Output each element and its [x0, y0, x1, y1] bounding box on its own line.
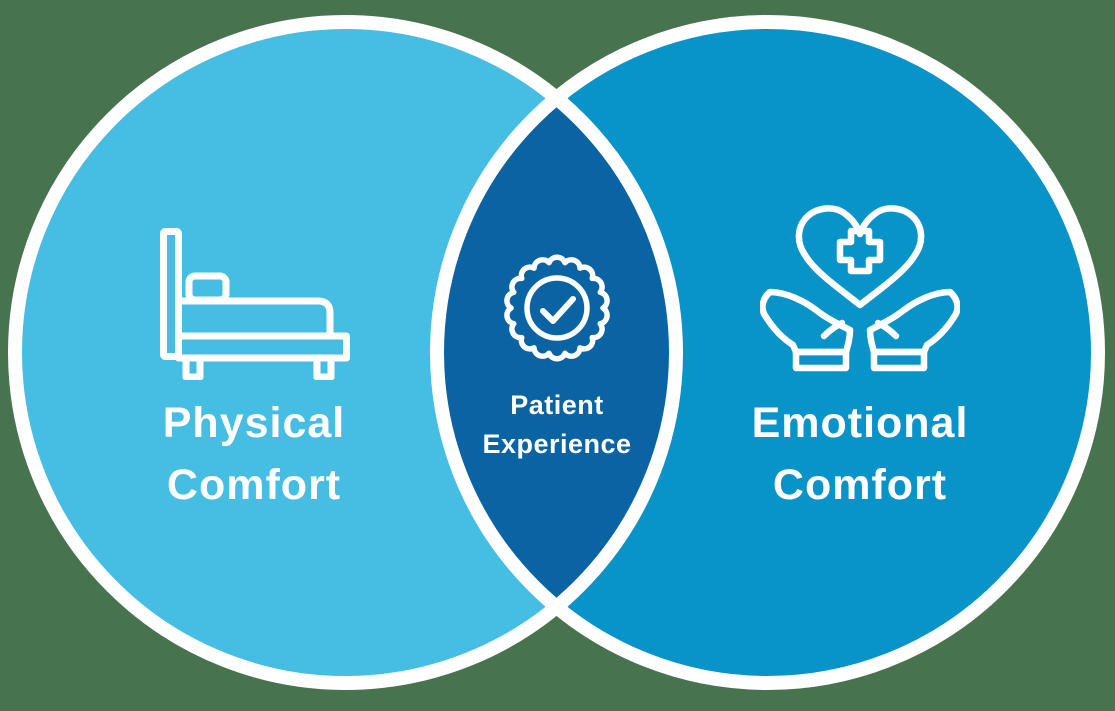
left-hand [760, 288, 854, 372]
left-circle-label: Physical Comfort [34, 392, 474, 516]
right-hand [866, 288, 960, 372]
verified-check-badge-icon [501, 252, 613, 364]
medical-cross [836, 227, 884, 275]
right-circle-label: Emotional Comfort [640, 392, 1080, 516]
heart-outline [795, 205, 925, 309]
right-circle-label-line2: Comfort [772, 461, 948, 509]
overlap-label-line1: Patient [510, 390, 604, 420]
bed-icon [160, 228, 350, 380]
circle-rings [8, 15, 1105, 690]
left-circle-label-line2: Comfort [166, 461, 342, 509]
overlap-region [437, 22, 676, 683]
right-circle-label-line1: Emotional [751, 399, 969, 447]
left-circle-label-line1: Physical [162, 399, 346, 447]
overlap-label: Patient Experience [447, 386, 667, 464]
overlap-label-line2: Experience [482, 429, 632, 459]
hands-holding-medical-heart-icon [760, 200, 960, 375]
